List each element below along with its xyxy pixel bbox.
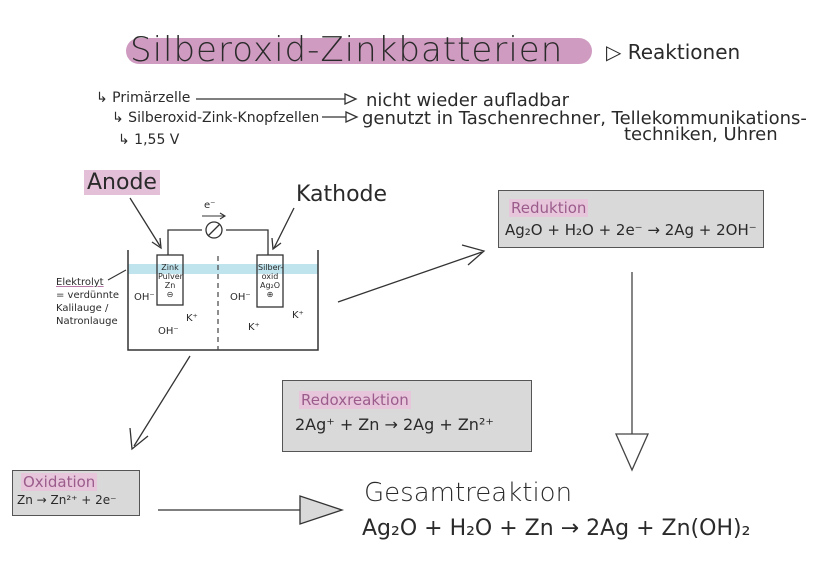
anode-text-1: Zink (161, 263, 179, 272)
oxidation-title: Oxidation (21, 473, 98, 491)
electrolyte-desc-1: = verdünnte (56, 290, 119, 301)
note-not-rechargeable: nicht wieder aufladbar (366, 90, 570, 111)
electrolyte-desc-3: Natronlauge (56, 316, 118, 327)
cathode-text-1: Silber- (258, 263, 284, 272)
electrolyte-title: Elektrolyt (56, 277, 104, 288)
electrolyte-desc-2: Kalilauge / (56, 303, 109, 314)
cathode-label: Kathode (296, 182, 388, 207)
cathode-electrode-text: Silber- oxid Ag₂O ⊕ (258, 263, 284, 299)
ion-oh-3: OH⁻ (230, 292, 251, 303)
redox-title: Redoxreaktion (299, 391, 411, 409)
cathode-text-3: Ag₂O (259, 281, 281, 290)
redox-equation: 2Ag⁺ + Zn → 2Ag + Zn²⁺ (295, 415, 494, 434)
cathode-sign: ⊕ (266, 290, 274, 299)
reduction-title: Reduktion (509, 199, 589, 217)
oxidation-equation: Zn → Zn²⁺ + 2e⁻ (17, 493, 117, 507)
reduction-equation: Ag₂O + H₂O + 2e⁻ → 2Ag + 2OH⁻ (505, 221, 757, 239)
oxidation-box: Oxidation Zn → Zn²⁺ + 2e⁻ (12, 470, 140, 516)
reduction-box: Reduktion Ag₂O + H₂O + 2e⁻ → 2Ag + 2OH⁻ (498, 190, 764, 248)
redox-box: Redoxreaktion 2Ag⁺ + Zn → 2Ag + Zn²⁺ (282, 380, 532, 452)
ion-oh-2: OH⁻ (158, 326, 179, 337)
ion-k-1: K⁺ (186, 313, 198, 324)
total-equation: Ag₂O + H₂O + Zn → 2Ag + Zn(OH)₂ (362, 516, 751, 541)
note-used-in-cont: techniken, Uhren (624, 124, 778, 145)
electrolyte-note: Elektrolyt = verdünnte Kalilauge / Natro… (56, 276, 119, 328)
note-used-in: genutzt in Taschenrechner, Tellekommunik… (362, 108, 807, 129)
anode-text-2: Pulver (158, 272, 183, 281)
note-primary-cell: ↳ Primärzelle (96, 90, 191, 106)
anode-label: Anode (84, 170, 160, 195)
ion-k-3: K⁺ (292, 310, 304, 321)
ion-k-2: K⁺ (248, 322, 260, 333)
page-title: Silberoxid-Zinkbatterien (130, 30, 564, 70)
electron-label: e⁻ (204, 200, 216, 211)
cathode-text-2: oxid (261, 272, 279, 281)
anode-sign: ⊖ (166, 290, 174, 299)
anode-text-3: Zn (164, 281, 176, 290)
note-button-cells: ↳ Silberoxid-Zink-Knopfzellen (112, 110, 320, 126)
anode-electrode-text: Zink Pulver Zn ⊖ (158, 263, 183, 299)
title-highlight (126, 38, 592, 64)
page-subtitle: ▷ Reaktionen (606, 40, 741, 64)
note-voltage: ↳ 1,55 V (118, 132, 180, 148)
ion-oh-1: OH⁻ (134, 292, 155, 303)
total-title: Gesamtreaktion (364, 478, 573, 508)
